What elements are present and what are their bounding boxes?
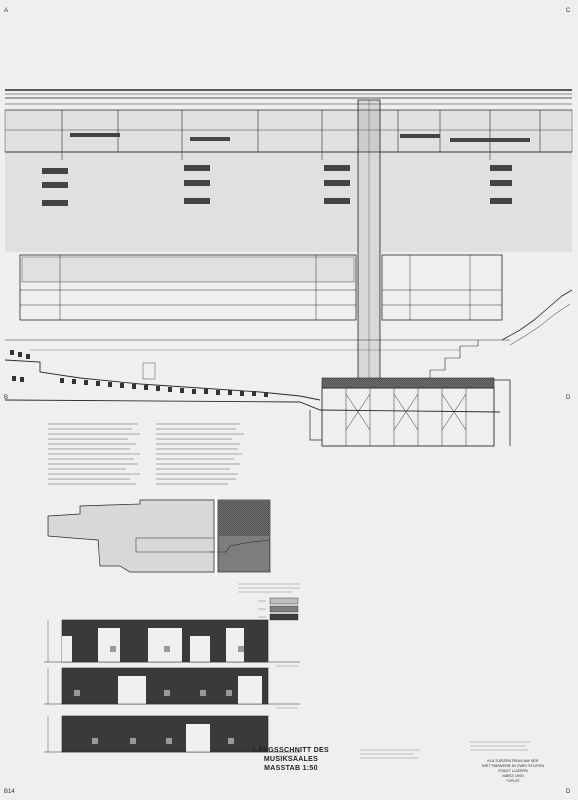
title-line-2: MUSIKSAALES xyxy=(263,756,319,763)
corner-mark-mid-right: D xyxy=(566,395,571,401)
small-section-diagram xyxy=(47,496,271,576)
info-line-5: "OPUS" xyxy=(505,778,521,783)
title-scale: MASSTAB 1:50 xyxy=(264,765,318,772)
diagram-legend xyxy=(238,583,300,621)
elevation-strip-2 xyxy=(44,667,300,709)
legend-block xyxy=(48,423,244,485)
corner-mark-bottom-left: B14 xyxy=(4,789,15,795)
corner-mark-top-left: A xyxy=(4,8,9,14)
title-line-1: LÄNGSSCHNITT DES xyxy=(253,747,329,754)
elevation-strip-3 xyxy=(44,715,300,757)
corner-mark-top-right: C xyxy=(566,8,571,14)
elevation-strip-1 xyxy=(44,619,300,667)
info-line-3: STADT LUZERN xyxy=(498,768,528,773)
corner-mark-bottom-right: D xyxy=(566,789,571,795)
longitudinal-section xyxy=(4,89,573,447)
info-line-1: KULTURZENTRUM AM SEE xyxy=(487,758,539,763)
info-line-2: WETTBEWERB IN ZWEI STUFEN xyxy=(482,763,544,768)
notes-block xyxy=(360,741,530,759)
drawing-title: LÄNGSSCHNITT DES MUSIKSAALES MASSTAB 1:5… xyxy=(236,746,346,773)
corner-mark-mid-left: B xyxy=(4,395,9,401)
info-line-4: MÄRZ 1990 xyxy=(502,773,524,778)
project-info: KULTURZENTRUM AM SEE WETTBEWERB IN ZWEI … xyxy=(458,758,568,783)
